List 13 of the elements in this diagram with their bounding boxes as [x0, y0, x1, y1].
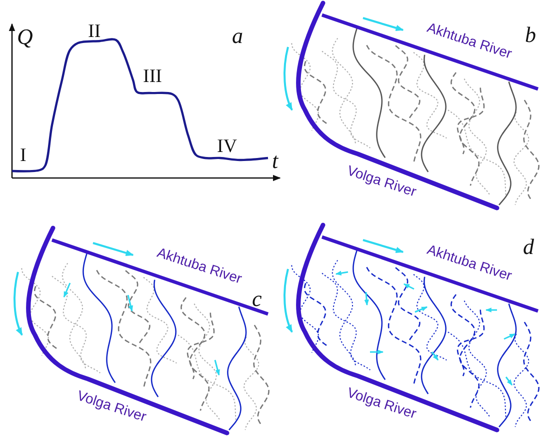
- panel-letter: d: [523, 236, 534, 258]
- river-label: Volga River: [346, 385, 418, 420]
- phase-label: IV: [217, 137, 238, 156]
- phase-label: II: [88, 22, 101, 41]
- river-label: Volga River: [76, 388, 148, 424]
- phase-label: III: [143, 67, 162, 86]
- axis-label: t: [272, 150, 278, 172]
- panel-letter: b: [525, 24, 536, 46]
- panel-letter: c: [252, 288, 262, 310]
- phase-label: I: [20, 146, 26, 165]
- panel-letter: a: [232, 25, 243, 47]
- river-label: Volga River: [346, 163, 418, 198]
- axis-label: Q: [17, 26, 33, 48]
